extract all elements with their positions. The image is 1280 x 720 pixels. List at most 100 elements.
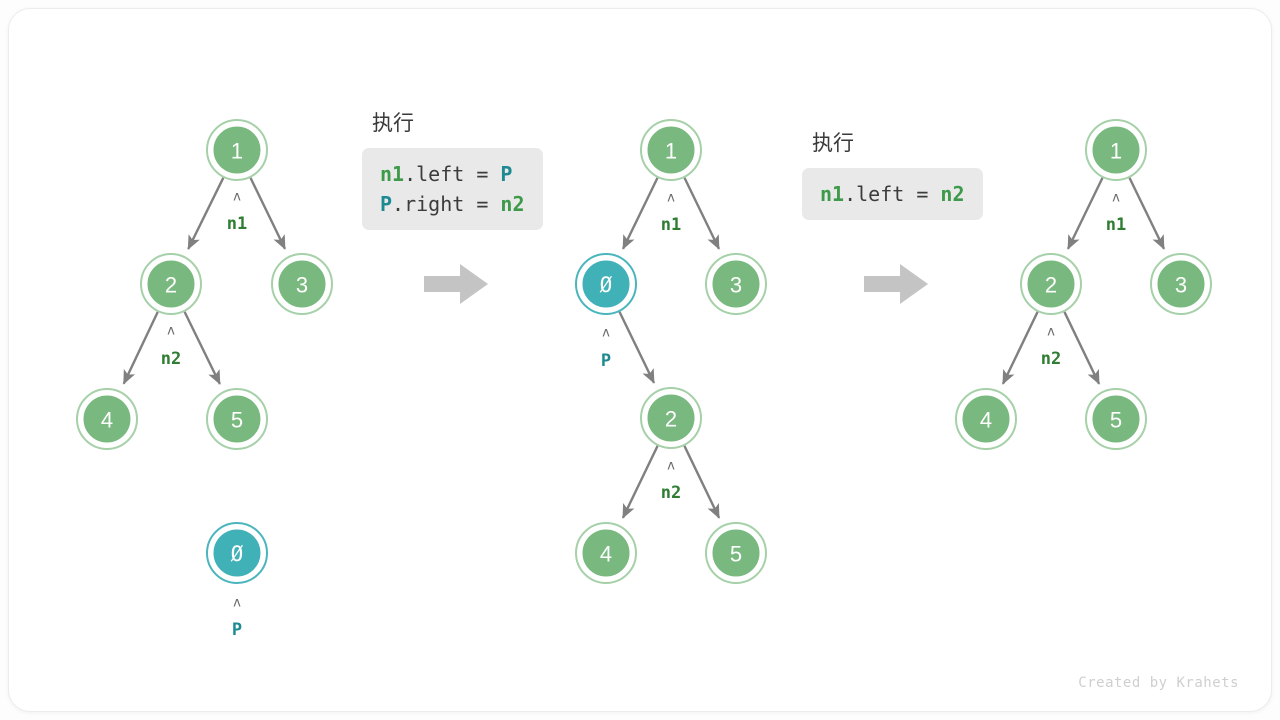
node-value: 4 — [980, 408, 992, 433]
node-body — [210, 392, 264, 446]
node-value: 5 — [231, 408, 243, 433]
tree-node-1[interactable]: 1 — [640, 119, 702, 181]
tree-node-1[interactable]: 1 — [206, 119, 268, 181]
node-value: 5 — [730, 542, 742, 567]
code-token: n2 — [940, 182, 965, 206]
node-body — [1024, 257, 1078, 311]
code-token: n1 — [820, 182, 845, 206]
node-ring — [206, 388, 268, 450]
annotation-2-heading: 执行 — [812, 131, 854, 155]
tree-node-2[interactable]: 2 — [140, 253, 202, 315]
node-ring — [640, 119, 702, 181]
pointer-label-n2: n2 — [161, 349, 181, 369]
annotation-2-code-block: n1.left = n2 — [802, 168, 983, 220]
node-body — [144, 257, 198, 311]
tree-node-3[interactable]: 3 — [705, 253, 767, 315]
node-ring — [1085, 119, 1147, 181]
tree-edge — [683, 177, 721, 250]
pointer-caret: ʌ — [1047, 325, 1055, 340]
tree-node-3[interactable]: 3 — [1150, 253, 1212, 315]
tree-node-4[interactable]: 4 — [955, 388, 1017, 450]
node-ring — [140, 253, 202, 315]
node-body — [644, 391, 698, 445]
tree-node-5[interactable]: 5 — [206, 388, 268, 450]
code-token: .left = — [404, 162, 501, 186]
tree-node-0[interactable]: Ø — [575, 253, 637, 315]
tree-node-2[interactable]: 2 — [640, 387, 702, 449]
pointer-label-P: P — [601, 351, 611, 371]
pointer-label-n2: n2 — [1041, 349, 1061, 369]
pointer-caret: ʌ — [667, 191, 675, 206]
node-body — [210, 526, 264, 580]
tree-edge — [183, 311, 221, 385]
node-body — [1089, 392, 1143, 446]
node-ring — [76, 388, 138, 450]
node-ring — [1150, 253, 1212, 315]
node-value: 3 — [296, 273, 308, 298]
tree-edge — [1001, 311, 1039, 385]
tree-edge — [249, 177, 287, 250]
pointer-caret: ʌ — [233, 190, 241, 205]
node-body — [644, 123, 698, 177]
pointer-label-n1: n1 — [227, 214, 247, 234]
step-arrows-layer — [424, 264, 928, 304]
pointer-caret: ʌ — [602, 326, 610, 341]
node-ring — [1085, 388, 1147, 450]
tree-node-4[interactable]: 4 — [76, 388, 138, 450]
tree-edge — [621, 177, 659, 250]
tree-node-5[interactable]: 5 — [1085, 388, 1147, 450]
tree-node-4[interactable]: 4 — [575, 522, 637, 584]
pointer-caret: ʌ — [1112, 191, 1120, 206]
node-body — [80, 392, 134, 446]
tree-node-3[interactable]: 3 — [271, 253, 333, 315]
node-body — [709, 257, 763, 311]
node-ring — [705, 522, 767, 584]
node-value: 1 — [231, 139, 243, 164]
step-arrow-1 — [424, 264, 488, 304]
node-body — [579, 257, 633, 311]
node-body — [959, 392, 1013, 446]
code-line: n1.left = P — [380, 159, 525, 189]
node-ring — [575, 253, 637, 315]
code-line: n1.left = n2 — [820, 179, 965, 209]
pointer-caret: ʌ — [233, 596, 241, 611]
pointer-label-n1: n1 — [1106, 215, 1126, 235]
tree-edge — [621, 445, 659, 519]
node-body — [275, 257, 329, 311]
code-token: P — [500, 162, 513, 186]
code-token: n1 — [380, 162, 405, 186]
node-value: 1 — [1110, 139, 1122, 164]
tree-node-1[interactable]: 1 — [1085, 119, 1147, 181]
node-value: 4 — [101, 408, 113, 433]
node-body — [709, 526, 763, 580]
node-ring — [271, 253, 333, 315]
tree-node-5[interactable]: 5 — [705, 522, 767, 584]
node-ring — [705, 253, 767, 315]
step-arrow-2 — [864, 264, 928, 304]
node-value: 2 — [165, 273, 177, 298]
pointer-caret: ʌ — [667, 459, 675, 474]
tree-edge — [1128, 177, 1166, 250]
code-token: .right = — [392, 192, 501, 216]
node-value: Ø — [600, 273, 613, 297]
pointer-label-n1: n1 — [661, 215, 681, 235]
code-token: P — [380, 192, 393, 216]
node-ring — [575, 522, 637, 584]
node-ring — [640, 387, 702, 449]
tree-node-2[interactable]: 2 — [1020, 253, 1082, 315]
pointer-label-n2: n2 — [661, 483, 681, 503]
node-value: 4 — [600, 542, 612, 567]
node-value: 3 — [1175, 273, 1187, 298]
node-ring — [1020, 253, 1082, 315]
node-value: Ø — [231, 542, 244, 566]
node-value: 2 — [1045, 273, 1057, 298]
tree-edge — [683, 445, 721, 519]
tree-node-0[interactable]: Ø — [206, 522, 268, 584]
node-value: 5 — [1110, 408, 1122, 433]
edges-layer — [122, 177, 1166, 519]
